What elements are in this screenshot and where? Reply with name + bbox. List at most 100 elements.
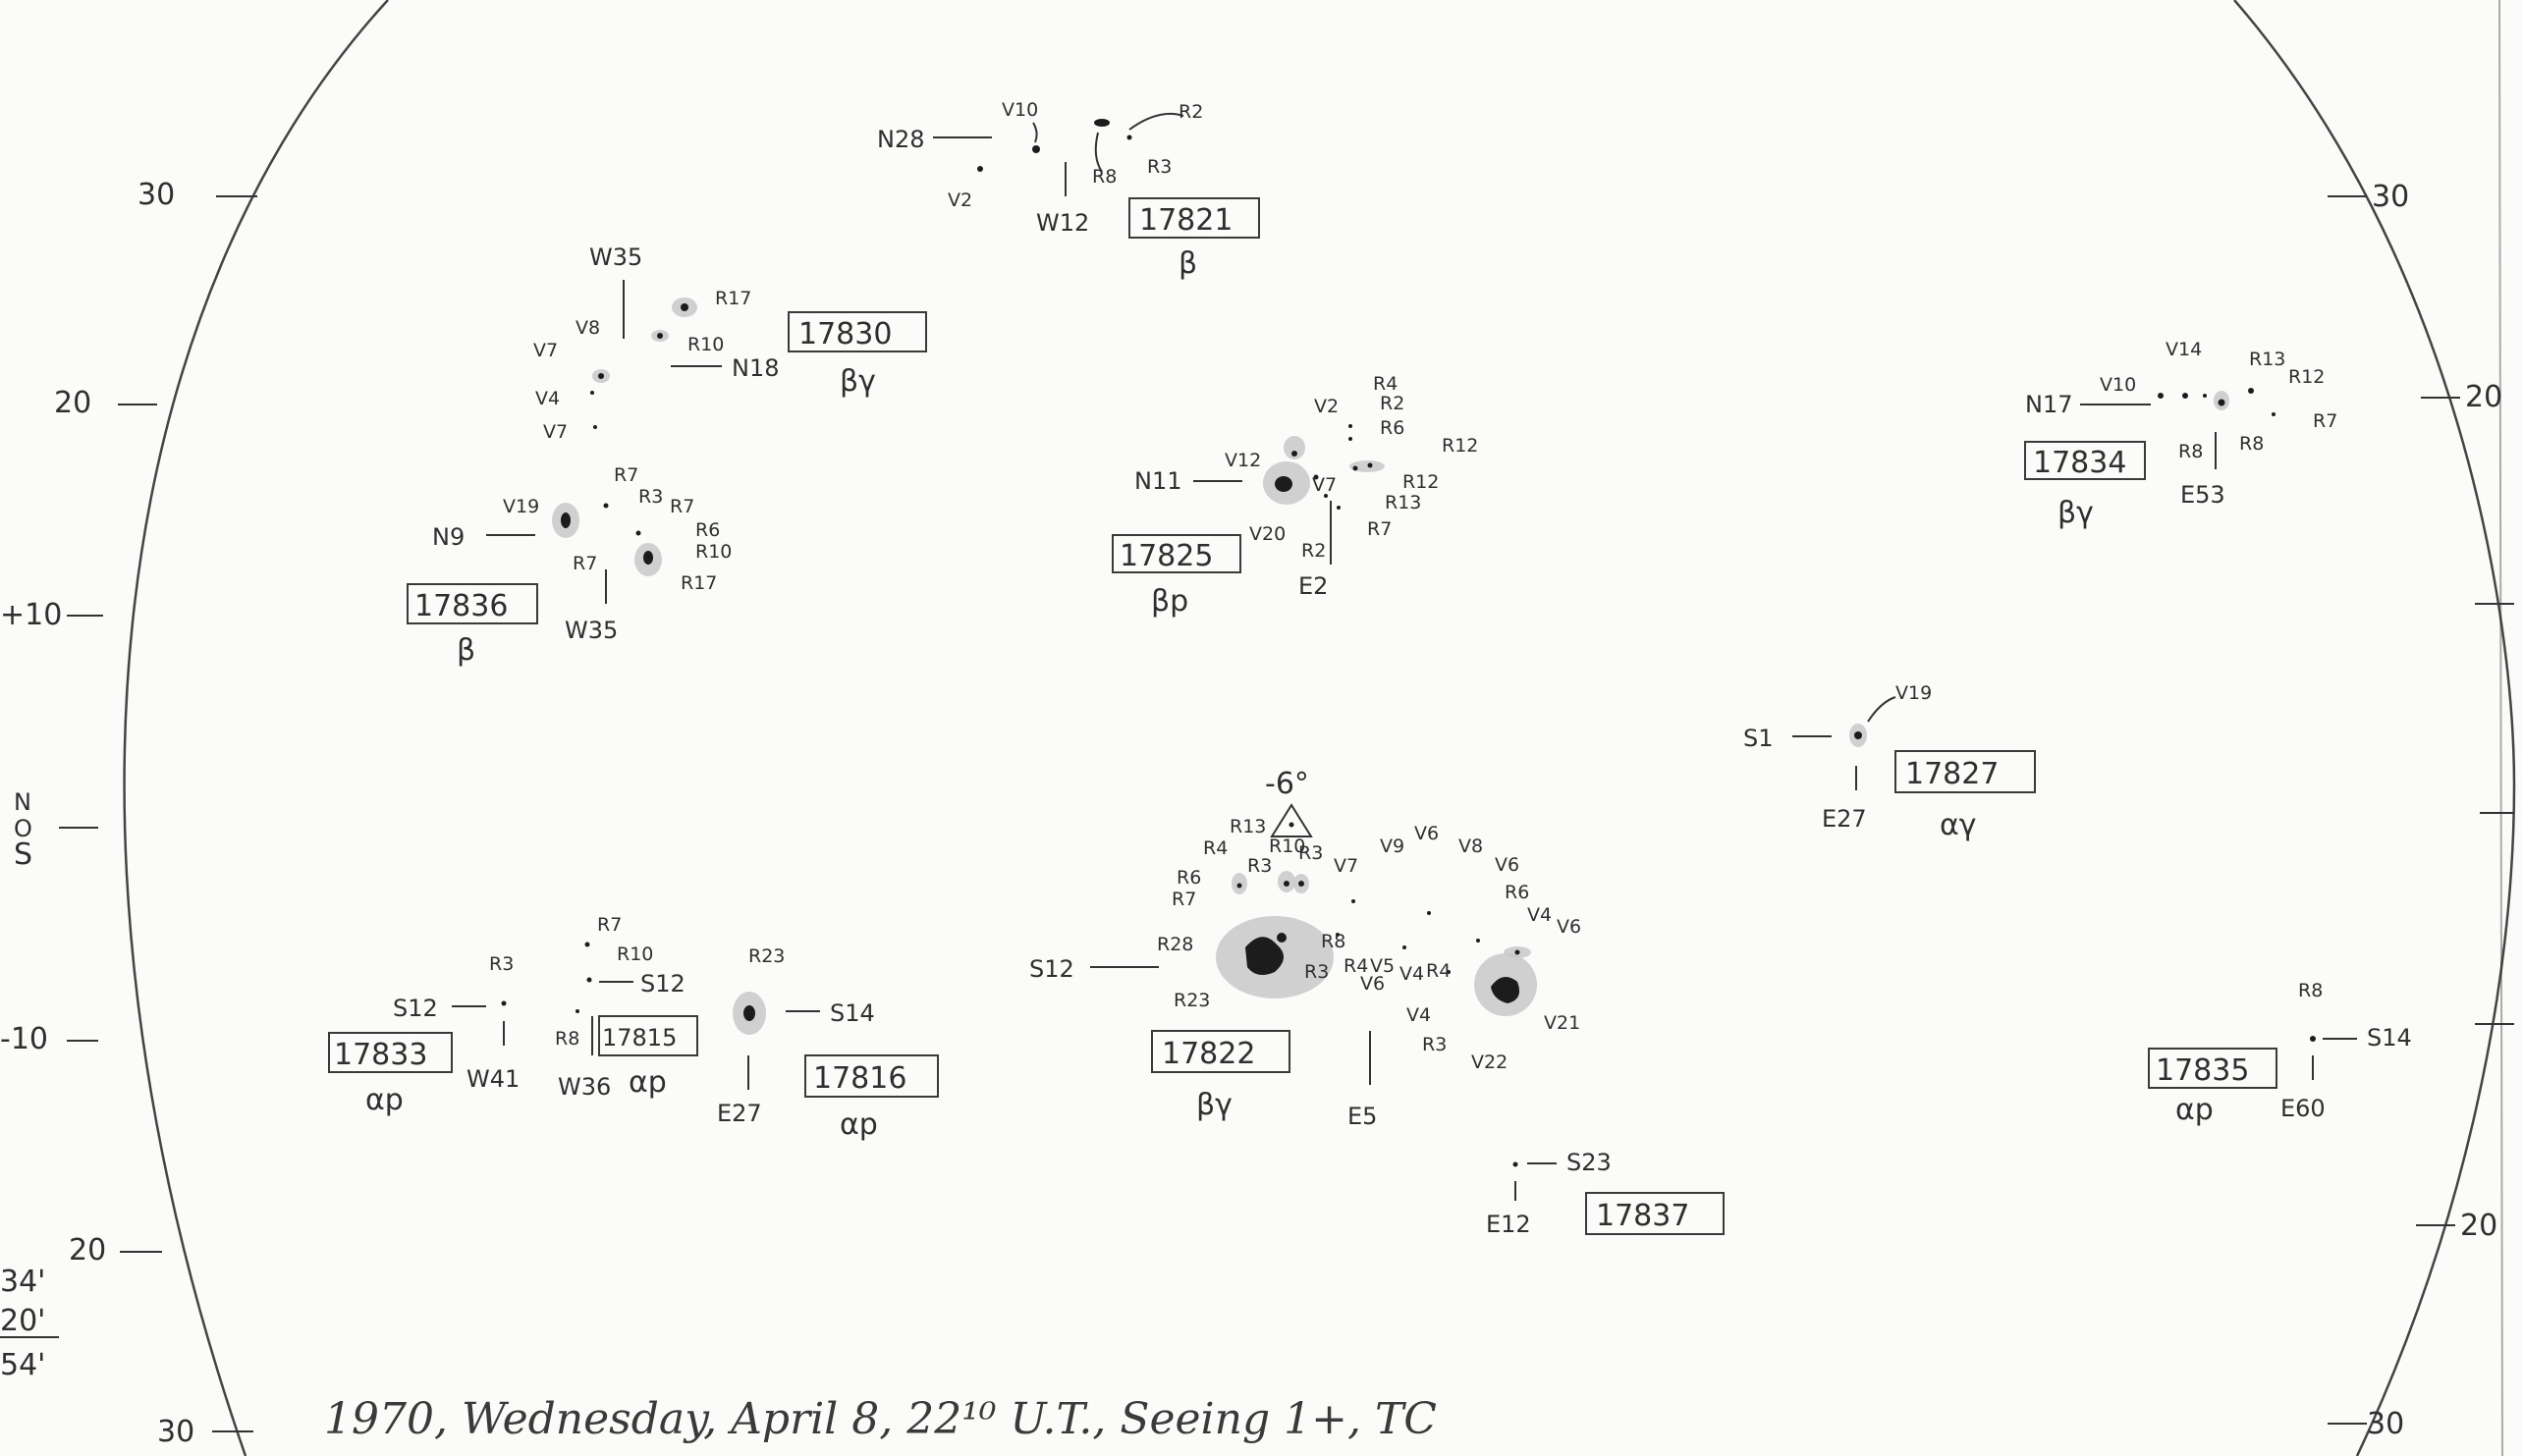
- spot-label: R10: [695, 541, 732, 563]
- spot-label: R7: [614, 464, 638, 486]
- margin-note-line: 20': [0, 1304, 45, 1338]
- margin-note-line: 34': [0, 1265, 45, 1299]
- group-class: β: [1179, 246, 1197, 281]
- right-scale-labels: 30 20 20 30: [2367, 180, 2502, 1441]
- sunspot: [1277, 933, 1287, 943]
- spot-label: R13: [2249, 349, 2285, 370]
- spot-label: R13: [1230, 816, 1266, 837]
- group-17827: 17827 αγ S1 E27 V19: [1743, 682, 2036, 842]
- sunspot: [1491, 977, 1520, 1003]
- spot-label: R12: [1442, 435, 1478, 457]
- sunspot: [2310, 1036, 2316, 1042]
- group-number: 17825: [1120, 539, 1213, 573]
- group-longitude: E27: [717, 1100, 762, 1127]
- spot-label: R3: [1422, 1034, 1447, 1055]
- group-class: βγ: [840, 364, 876, 399]
- spot-label: R3: [1304, 961, 1329, 983]
- sunspot: [2248, 388, 2254, 394]
- group-longitude: E12: [1486, 1211, 1531, 1238]
- spot-label: V4: [1399, 963, 1424, 985]
- group-17837: 17837 S23 E12: [1486, 1149, 1725, 1238]
- spot-label: R8: [2178, 441, 2203, 462]
- group-longitude: W35: [565, 617, 618, 644]
- spot-label: R17: [715, 288, 751, 309]
- sunspot: [1291, 451, 1297, 457]
- spot-label: R3: [1147, 156, 1172, 178]
- group-number: 17833: [334, 1038, 427, 1072]
- sunspot: [635, 530, 641, 536]
- sunspot: [2158, 393, 2164, 399]
- spot-label: R10: [617, 944, 653, 965]
- group-longitude: W36: [558, 1073, 611, 1101]
- group-number: 17822: [1162, 1037, 1255, 1071]
- group-17821: 17821 β N28 W12 V10 V2 R2 R8 R3: [877, 99, 1260, 281]
- group-longitude: W41: [466, 1065, 520, 1093]
- observation-note: 1970, Wednesday, April 8, 22¹⁰ U.T., See…: [324, 1394, 1437, 1444]
- group-number: 17821: [1139, 203, 1233, 238]
- group-longitude: E2: [1298, 572, 1328, 600]
- sunspot: [1126, 135, 1132, 140]
- group-longitude: E53: [2180, 481, 2225, 509]
- spot-label: R7: [597, 914, 622, 936]
- spot-label: R8: [2239, 433, 2264, 455]
- scale-label: 30: [2367, 1407, 2404, 1441]
- group-latitude: N18: [732, 354, 780, 382]
- sunspot: [1402, 945, 1406, 949]
- group-17816: 17816 αp S14 E27 R23: [717, 945, 939, 1142]
- spot-label: R8: [1321, 931, 1345, 952]
- scale-label: O: [14, 815, 32, 842]
- spot-label: R2: [1380, 393, 1404, 414]
- spot-label: V7: [1312, 474, 1337, 496]
- sunspot: [1289, 822, 1294, 828]
- spot-label: V6: [1557, 916, 1581, 938]
- sunspot: [643, 551, 653, 565]
- left-scale-labels: 30 20 +10 N O S -10 20 30: [0, 178, 194, 1449]
- sunspot: [1275, 476, 1292, 492]
- spot-label: R4: [1373, 373, 1398, 395]
- spot-label: R4: [1344, 955, 1368, 977]
- sunspot: [1336, 933, 1340, 937]
- sunspot: [590, 391, 594, 395]
- spot-label: V7: [1334, 855, 1358, 877]
- spot-label: V20: [1249, 523, 1286, 545]
- spot-label: V21: [1544, 1012, 1580, 1034]
- group-17830: 17830 βγ W35 N18 R17 R10 V8 V7 V4 V7: [533, 243, 927, 443]
- group-latitude: S14: [830, 999, 875, 1027]
- spot-label: R23: [748, 945, 785, 967]
- group-number-box: [1128, 197, 1260, 239]
- group-17835: 17835 αp S14 E60 R8: [2148, 980, 2412, 1127]
- group-latitude: S23: [1566, 1149, 1612, 1176]
- spot-label: R8: [2298, 980, 2323, 1001]
- group-number-box: [1894, 750, 2036, 793]
- spot-label: V19: [503, 496, 539, 517]
- scale-label: -10: [0, 1022, 48, 1056]
- sunspot: [561, 512, 571, 528]
- sunspot: [593, 425, 597, 429]
- spot-label: V9: [1380, 836, 1404, 857]
- spot-label: V7: [543, 421, 568, 443]
- group-17825: 17825 βp N11 E2 R4 R2 V2 R6 V12 R12 R12 …: [1112, 373, 1478, 619]
- group-number-box: [1151, 1030, 1290, 1073]
- sunspot: [1352, 465, 1358, 471]
- spot-label: V6: [1414, 823, 1439, 844]
- sunspot: [1476, 939, 1480, 943]
- spot-label: V14: [2166, 339, 2202, 360]
- group-latitude: S14: [2367, 1024, 2412, 1052]
- sunspot: [1094, 119, 1110, 127]
- group-latitude: S1: [1743, 725, 1774, 752]
- sunspot: [2182, 393, 2188, 399]
- spot-label: R10: [687, 334, 724, 355]
- sunspot: [603, 503, 609, 509]
- sunspot: [1447, 970, 1451, 974]
- left-scale: [59, 195, 257, 1432]
- group-number: 17834: [2033, 446, 2126, 480]
- group-number-box: [2024, 441, 2146, 480]
- spot-label: V12: [1225, 450, 1261, 471]
- scale-label: 30: [2372, 180, 2409, 214]
- scale-label: S: [14, 837, 32, 872]
- group-17833: 17833 αp S12 W41 R3: [328, 953, 520, 1117]
- scale-label: 20: [54, 386, 91, 420]
- group-longitude: E5: [1347, 1103, 1377, 1130]
- group-number: 17837: [1596, 1199, 1689, 1233]
